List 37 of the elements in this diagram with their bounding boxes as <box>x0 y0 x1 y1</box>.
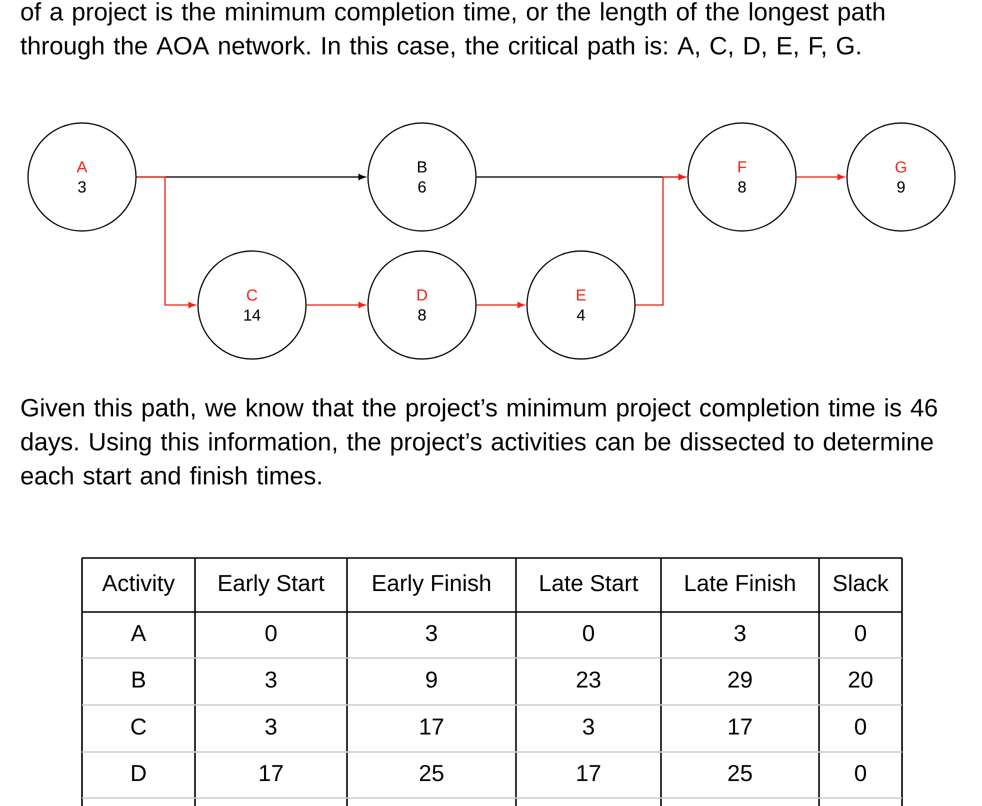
arrow <box>306 302 366 308</box>
column-header: Activity <box>102 574 175 596</box>
table-value: 0 <box>583 624 594 642</box>
arrow <box>796 174 844 180</box>
arrow <box>136 176 196 308</box>
table-value: 20 <box>848 671 872 688</box>
table-value: 0 <box>266 624 276 642</box>
table-value: 9 <box>426 671 437 688</box>
table-value: 0 <box>855 764 866 782</box>
arrow <box>636 174 686 306</box>
table-value: 0 <box>855 624 866 642</box>
column-header: Slack <box>833 574 889 592</box>
table-value: 17 <box>260 765 283 781</box>
table-value: 3 <box>265 671 276 688</box>
table-value: 17 <box>420 718 444 734</box>
table-value: 25 <box>420 764 444 782</box>
paragraph: Given this path, we know that the project’s minimum project completion time is 46 days. Using this information, the project’s activities can be dissected to determine each start and finish times. <box>21 398 937 485</box>
paragraph: of a project is the minimum completion time, or the length of the longest path through the AOA network. In this case, the critical path is: A, C, D, E, F, G. <box>20 2 884 60</box>
table-value: 0 <box>855 718 866 735</box>
table-value: 23 <box>576 671 600 688</box>
table-value: C <box>131 718 146 735</box>
table-value: D <box>132 765 146 781</box>
column-header: Early Start <box>219 574 324 596</box>
column-header: Late Start <box>540 574 638 592</box>
table-value: 3 <box>426 624 437 642</box>
table-value: 3 <box>583 718 594 735</box>
table-value: 29 <box>728 671 752 688</box>
column-header: Late Finish <box>686 574 795 592</box>
table-value: 17 <box>728 718 752 734</box>
table-value: A <box>130 625 146 641</box>
column-header: Early Finish <box>373 574 490 596</box>
table-value: 25 <box>728 764 752 782</box>
arrow <box>476 302 524 308</box>
table-value: 3 <box>734 624 746 642</box>
table-value: 3 <box>265 718 276 735</box>
table-value: B <box>132 672 145 688</box>
table-value: 17 <box>577 765 600 781</box>
